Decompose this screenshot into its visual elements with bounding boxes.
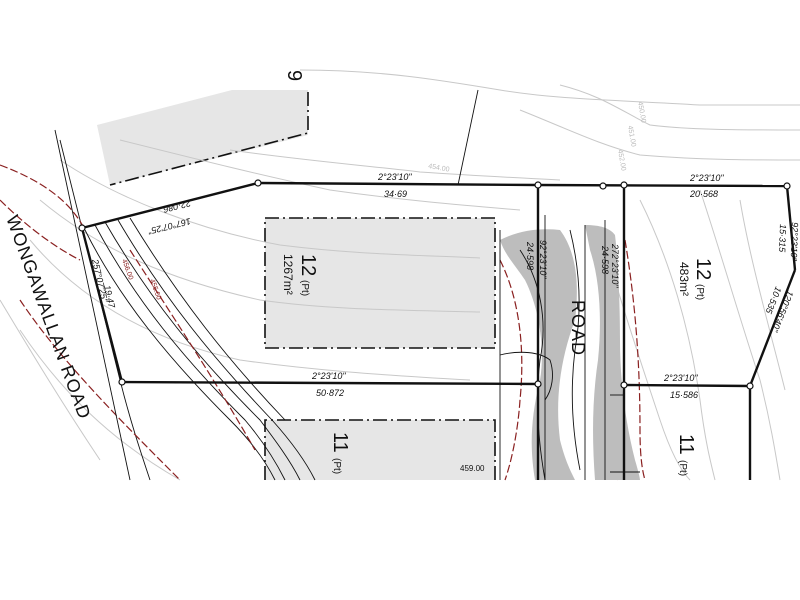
lot11-east-number: 11 bbox=[675, 434, 697, 455]
wongawallan-road-label: WONGAWALLAN ROAD bbox=[2, 213, 95, 423]
mid-left-bearing: 92°23'10" bbox=[538, 240, 548, 279]
bottom-margin bbox=[0, 482, 800, 600]
lot11-east-suffix: (Pt) bbox=[677, 460, 688, 476]
north-main-bearing: 2°23'10" bbox=[377, 172, 412, 182]
lot12-main-suffix: (Pt) bbox=[299, 280, 310, 296]
north-east-distance: 20·568 bbox=[689, 189, 718, 199]
north-boundary-east bbox=[537, 183, 788, 188]
east-boundary bbox=[785, 185, 797, 271]
contour-label-452: 452.00 bbox=[616, 149, 627, 171]
contour-lines bbox=[0, 69, 800, 481]
lot12-main-area: 1267m² bbox=[281, 254, 295, 295]
envelope-outlines bbox=[109, 92, 496, 480]
east-bearing: 92°23'10" bbox=[789, 222, 800, 262]
north-main-distance: 34·69 bbox=[384, 189, 407, 199]
lot12-envelope-outline bbox=[264, 217, 496, 349]
lot12-east-suffix: (Pt) bbox=[694, 284, 705, 300]
lot12-main-number: 12 bbox=[297, 254, 319, 276]
survey-marks bbox=[78, 179, 791, 390]
se-boundary bbox=[748, 269, 797, 387]
contour-label-459: 459.00 bbox=[460, 464, 485, 473]
south-boundary-main bbox=[121, 380, 539, 386]
nw-bearing: 167°07'25" bbox=[146, 216, 191, 236]
south-main-bearing: 2°23'10" bbox=[311, 371, 346, 381]
south-boundary-east bbox=[623, 383, 751, 388]
south-east-distance: 15·586 bbox=[670, 390, 698, 400]
contour-label-456: 456.00 bbox=[120, 258, 134, 281]
west-boundary bbox=[80, 227, 124, 383]
contour-label-454: 454.00 bbox=[428, 163, 450, 174]
lot12-east-label: 12 (Pt) 483m² bbox=[677, 258, 714, 300]
south-main-distance: 50·872 bbox=[316, 388, 344, 398]
contour-label-451: 451.00 bbox=[626, 125, 637, 147]
side-road-label: ROAD bbox=[568, 300, 588, 356]
mid-right-bearing: 272°23'10" bbox=[610, 243, 620, 288]
lot12-east-area: 483m² bbox=[677, 262, 691, 296]
building-envelopes bbox=[97, 90, 495, 480]
contour-label-450: 450.00 bbox=[636, 101, 647, 123]
lot-boundaries bbox=[80, 181, 797, 480]
lot11-east-label: 11 (Pt) bbox=[675, 434, 697, 476]
lot11-main-number: 11 bbox=[329, 432, 351, 453]
contour-label-455: 455.00 bbox=[148, 278, 162, 301]
lot11-envelope-outline bbox=[264, 419, 496, 480]
lot9-number: 9 bbox=[283, 70, 305, 81]
steep-contours bbox=[59, 139, 316, 481]
north-east-bearing: 2°23'10" bbox=[689, 173, 724, 183]
road-lines bbox=[54, 89, 640, 481]
north-boundary-mid bbox=[257, 181, 539, 187]
mid-left-distance: 24·598 bbox=[525, 241, 535, 270]
lot12-main-label: 12 (Pt) 1267m² bbox=[281, 254, 319, 296]
lot-labels: 12 (Pt) 1267m² 12 (Pt) 483m² 11 (Pt) 11 … bbox=[281, 70, 714, 476]
east-distance: 15·315 bbox=[777, 224, 788, 253]
mid-right-distance: 24·598 bbox=[600, 245, 610, 274]
lot12-envelope bbox=[265, 218, 495, 348]
lot11-main-label: 11 (Pt) bbox=[329, 432, 351, 474]
top-margin bbox=[0, 0, 800, 60]
south-east-bearing: 2°23'10" bbox=[663, 373, 698, 383]
lot11-main-suffix: (Pt) bbox=[331, 458, 342, 474]
lot9-envelope bbox=[97, 90, 308, 185]
lot11-envelope bbox=[265, 420, 495, 480]
north-boundary-main bbox=[81, 181, 259, 230]
lot12-east-number: 12 bbox=[692, 258, 714, 280]
driveway bbox=[500, 225, 640, 480]
nw-distance: 22·086 bbox=[162, 198, 193, 215]
lot9-envelope-outline bbox=[109, 92, 309, 186]
